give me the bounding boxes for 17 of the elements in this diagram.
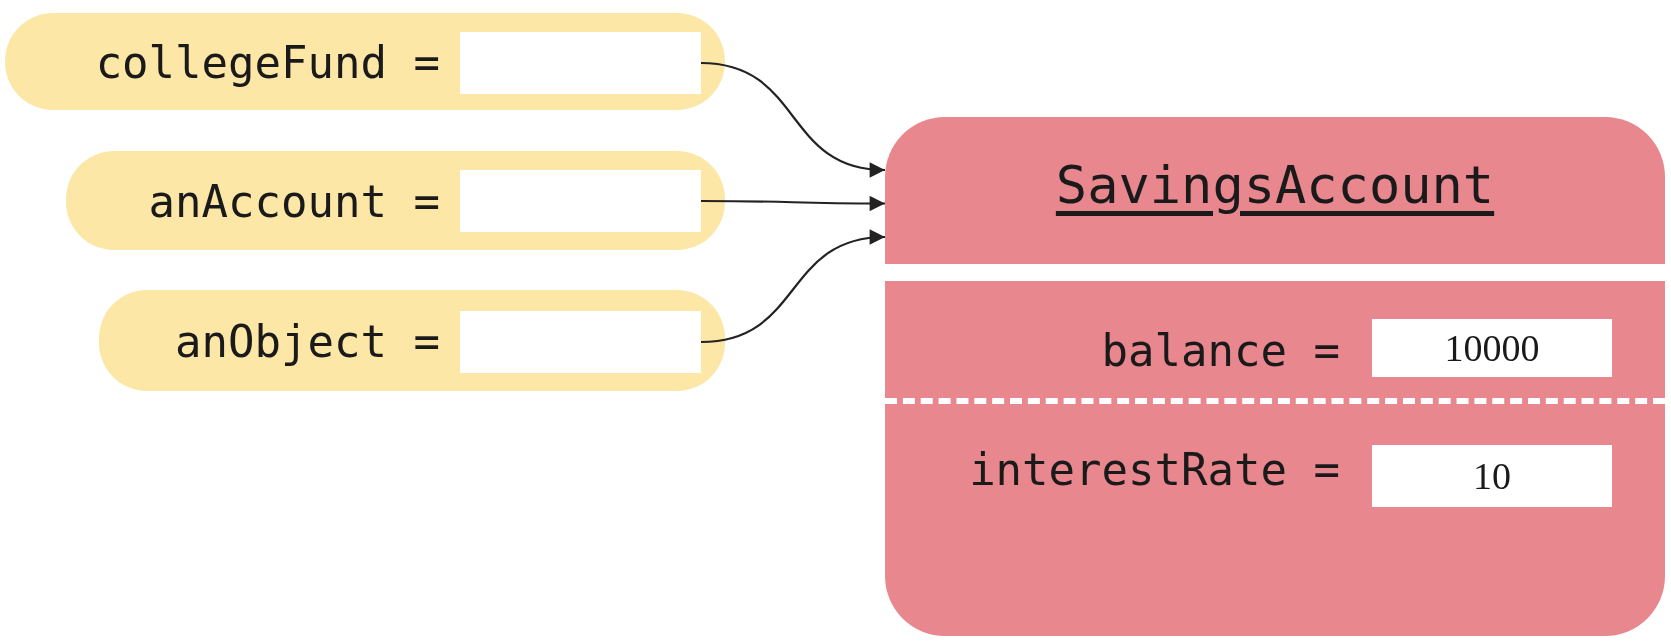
reference-slot <box>460 311 701 373</box>
variable-name: anAccount = <box>148 175 440 226</box>
reference-arrow <box>701 195 885 212</box>
field-value: 10 <box>1473 454 1511 498</box>
value-field <box>1372 445 1612 507</box>
variable-name: anObject = <box>175 315 440 366</box>
reference-arrow <box>700 230 886 344</box>
variable-name: collegeFund = <box>95 36 440 87</box>
object-box <box>885 117 1665 636</box>
value-field <box>1372 319 1612 377</box>
field-name: interestRate = <box>969 444 1340 495</box>
field-name: balance = <box>1101 325 1340 376</box>
reference-slot <box>460 32 701 94</box>
class-name: SavingsAccount <box>1055 155 1495 215</box>
reference-slot <box>460 170 701 232</box>
field-value: 10000 <box>1444 326 1540 370</box>
reference-arrow <box>700 61 886 177</box>
